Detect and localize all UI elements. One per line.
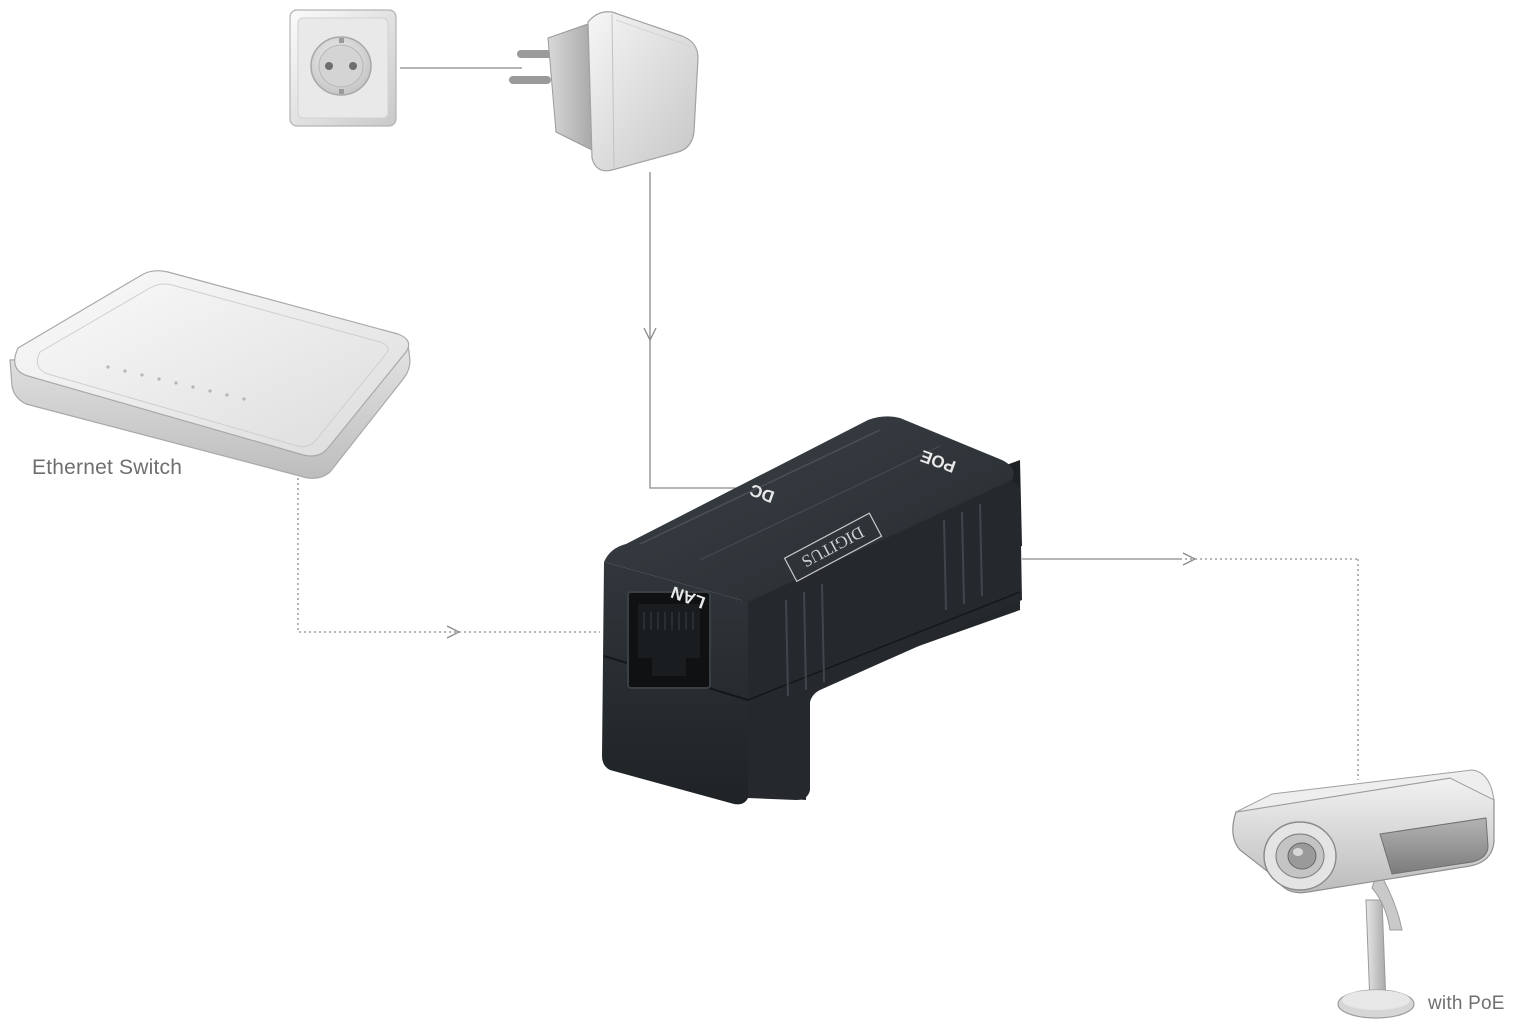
poe-arrow-icon xyxy=(1182,552,1197,566)
connection-lines xyxy=(297,67,1359,780)
dc-arrow-icon xyxy=(643,327,657,342)
camera-caption: with PoE xyxy=(1428,993,1505,1014)
injector-ridges xyxy=(785,503,983,697)
ethernet-switch-icon xyxy=(9,270,411,479)
adapter-to-dc-line xyxy=(649,172,740,489)
wall-outlet-icon xyxy=(289,9,397,127)
power-adapter-icon xyxy=(509,11,699,172)
poe-injector-icon: DIGITUS LAN DC POE xyxy=(602,416,1022,805)
rj45-port-icon xyxy=(627,591,711,689)
ethernet-switch-caption: Ethernet Switch xyxy=(32,456,183,479)
switch-leds xyxy=(106,365,246,401)
ip-camera-icon xyxy=(1232,769,1495,1019)
switch-to-lan-line xyxy=(297,478,600,633)
lan-arrow-icon xyxy=(446,625,461,639)
